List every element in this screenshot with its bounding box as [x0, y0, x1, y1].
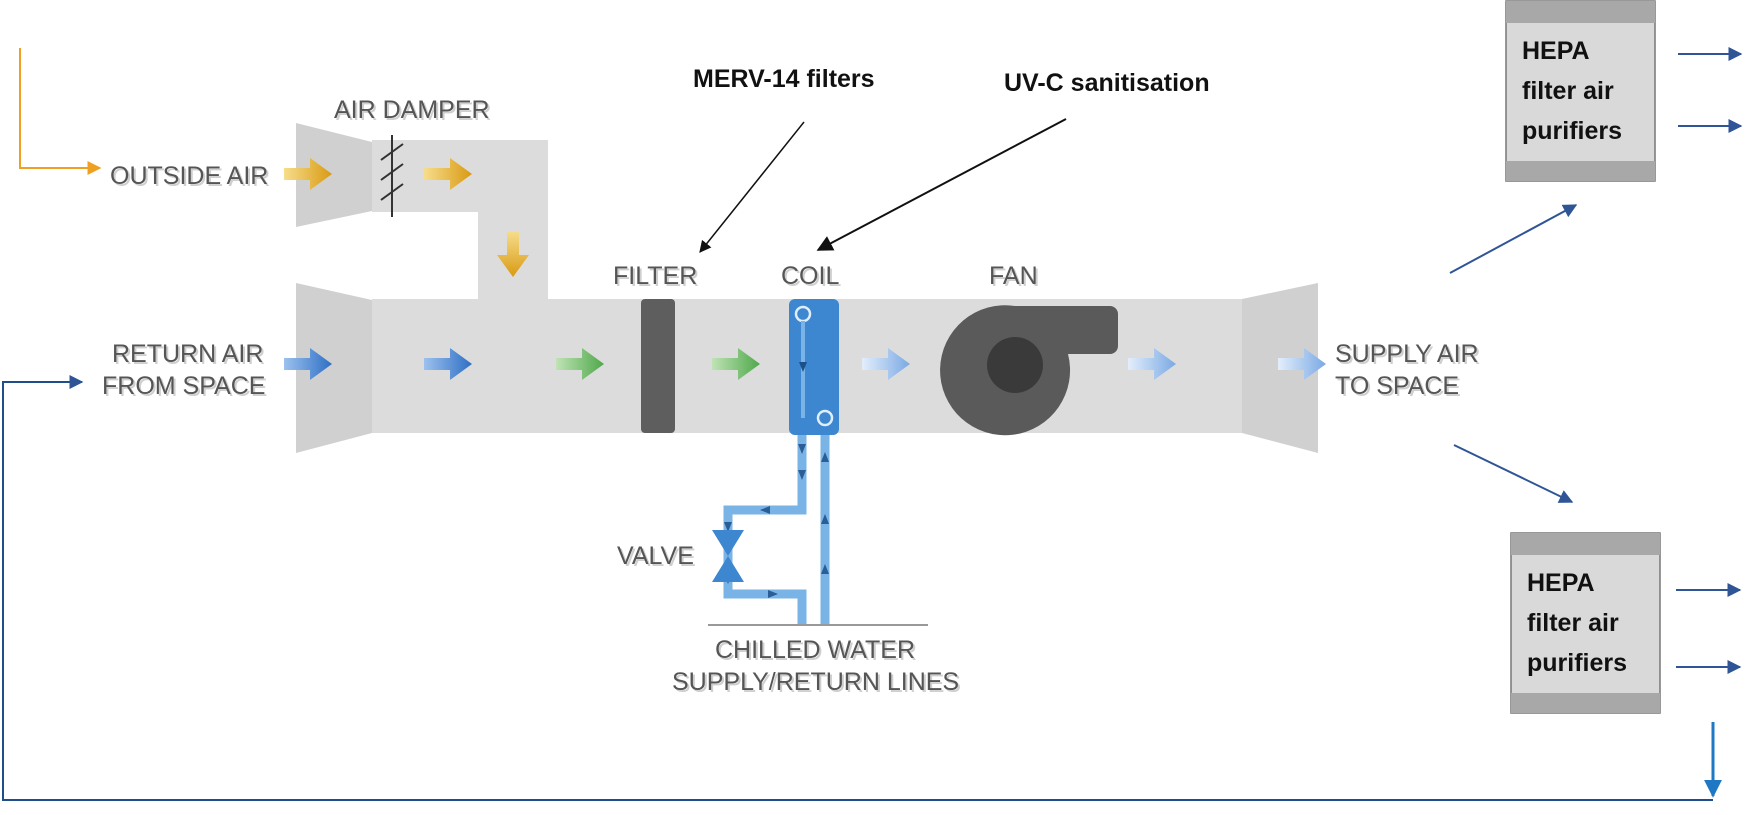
- flow-arrow-icon: [862, 348, 910, 380]
- svg-text:FILTER: FILTER: [615, 264, 699, 292]
- coil-label: COIL: [781, 262, 839, 290]
- merv-callout-pointer: [699, 121, 805, 253]
- damper-blades-icon: [380, 135, 404, 217]
- flow-arrow-icon: [424, 158, 472, 190]
- flow-arrow-icon: [556, 348, 604, 380]
- fan-label: FAN: [989, 262, 1038, 290]
- return-air-label-line1: RETURN AIR: [112, 340, 263, 368]
- flow-arrow-icon: [284, 348, 332, 380]
- svg-text:SUPPLY/RETURN LINES: SUPPLY/RETURN LINES: [674, 670, 961, 698]
- return-air-intake: [296, 283, 372, 453]
- air-damper-label: AIR DAMPER: [334, 96, 490, 124]
- cooling-coil: [789, 299, 839, 435]
- supply-air-label-line2: TO SPACE: [1335, 372, 1459, 400]
- svg-text:RETURN AIR: RETURN AIR: [114, 342, 265, 370]
- return-air-label-line2: FROM SPACE: [102, 372, 265, 400]
- flow-arrow-icon: [424, 348, 472, 380]
- supply-to-hepa-bottom-connector: [1453, 444, 1574, 503]
- callouts: MERV-14 filters UV-C sanitisation: [693, 65, 1210, 253]
- hepa-top-line2: filter air: [1522, 77, 1614, 105]
- svg-text:SUPPLY AIR: SUPPLY AIR: [1337, 342, 1481, 370]
- hepa-bottom-line3: purifiers: [1527, 649, 1627, 677]
- svg-text:FAN: FAN: [991, 264, 1040, 292]
- filter-label: FILTER: [613, 262, 697, 290]
- outside-air-label: OUTSIDE AIR: [110, 162, 268, 190]
- svg-text:FROM SPACE: FROM SPACE: [104, 374, 267, 402]
- flow-arrow-icon: [284, 158, 332, 190]
- svg-text:TO SPACE: TO SPACE: [1337, 374, 1461, 402]
- supply-air-label-line1: SUPPLY AIR: [1335, 340, 1479, 368]
- return-air-loop-line: [2, 375, 1713, 801]
- outside-air-intake: [296, 123, 372, 227]
- flow-arrow-icon: [1278, 348, 1326, 380]
- filter-element: [641, 299, 675, 433]
- supply-to-hepa-top-connector: [1449, 204, 1578, 274]
- hepa-top-line1: HEPA: [1522, 37, 1590, 65]
- chilled-water-label-line2: SUPPLY/RETURN LINES: [672, 668, 959, 696]
- valve-label: VALVE: [617, 542, 694, 570]
- flow-arrow-icon: [712, 348, 760, 380]
- svg-text:OUTSIDE AIR: OUTSIDE AIR: [112, 164, 270, 192]
- chilled-water-label-line1: CHILLED WATER: [715, 636, 915, 664]
- uvc-callout-pointer: [816, 118, 1067, 251]
- supply-air-flow-arrows: [862, 348, 1326, 380]
- svg-text:AIR DAMPER: AIR DAMPER: [336, 98, 492, 126]
- merv-callout: MERV-14 filters: [693, 65, 875, 93]
- flow-arrow-icon: [497, 231, 529, 277]
- return-air-flow-arrows: [284, 348, 472, 380]
- component-labels: OUTSIDE AIR OUTSIDE AIR AIR DAMPER AIR D…: [102, 96, 1481, 698]
- hepa-purifier-unit-top: HEPA filter air purifiers: [1505, 0, 1656, 182]
- hepa-bottom-line1: HEPA: [1527, 569, 1595, 597]
- hepa-purifier-unit-bottom: HEPA filter air purifiers: [1510, 532, 1661, 714]
- svg-text:COIL: COIL: [783, 264, 841, 292]
- hepa-bottom-line2: filter air: [1527, 609, 1619, 637]
- flow-arrow-icon: [1128, 348, 1176, 380]
- piping-flow-marks: [724, 444, 829, 598]
- uvc-callout: UV-C sanitisation: [1004, 69, 1210, 97]
- mixed-air-flow-arrows: [556, 348, 760, 380]
- chilled-water-piping: [723, 435, 830, 624]
- valve-icon: [712, 530, 744, 582]
- svg-text:CHILLED WATER: CHILLED WATER: [717, 638, 917, 666]
- outside-air-feed-line: [19, 48, 102, 175]
- hepa-top-line3: purifiers: [1522, 117, 1622, 145]
- fan-icon: [940, 305, 1118, 436]
- svg-text:VALVE: VALVE: [619, 544, 696, 572]
- outside-air-flow-arrows: [284, 158, 529, 277]
